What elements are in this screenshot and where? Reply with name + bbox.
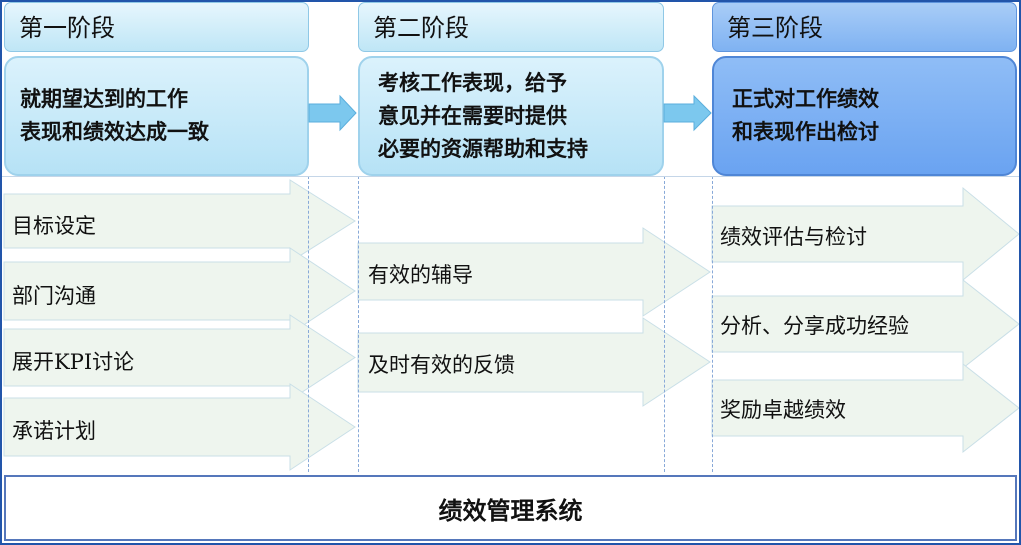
step-share-success: 分析、分享成功经验 <box>720 314 909 338</box>
phase-1-title: 第一阶段 <box>4 2 309 52</box>
step-arrow-2 <box>3 247 356 335</box>
phase-divider-4 <box>712 176 713 472</box>
connector-arrow-1 <box>308 94 357 132</box>
step-department-communication: 部门沟通 <box>12 284 96 308</box>
phase-2-line-2: 意见并在需要时提供 <box>378 103 567 128</box>
step-arrow-3 <box>3 314 356 401</box>
performance-management-system-bar: 绩效管理系统 <box>4 475 1017 541</box>
phase-3-title: 第三阶段 <box>712 2 1017 52</box>
step-arrow-1 <box>3 179 356 263</box>
step-arrow-5 <box>357 227 711 317</box>
phase-2-line-3: 必要的资源帮助和支持 <box>378 136 588 161</box>
step-kpi-discussion: 展开KPI讨论 <box>12 350 135 374</box>
step-reward-excellence: 奖励卓越绩效 <box>720 398 846 422</box>
step-arrow-6 <box>357 317 711 407</box>
step-timely-feedback: 及时有效的反馈 <box>368 353 515 377</box>
phase-2-line-1: 考核工作表现，给予 <box>378 70 567 95</box>
step-performance-review: 绩效评估与检讨 <box>720 225 867 249</box>
phase-1-line-2: 表现和绩效达成一致 <box>20 120 209 144</box>
phase-divider-1 <box>308 176 309 472</box>
step-arrow-7 <box>711 186 1020 282</box>
phase-3-line-2: 和表现作出检讨 <box>732 120 879 144</box>
connector-arrow-2 <box>663 94 712 132</box>
phase-2-title: 第二阶段 <box>358 2 664 52</box>
phase-1-line-1: 就期望达到的工作 <box>20 87 188 111</box>
phase-divider-3 <box>664 176 665 472</box>
step-arrow-4 <box>3 383 356 471</box>
step-arrow-8 <box>711 278 1020 370</box>
header-divider <box>2 176 1019 177</box>
phase-divider-2 <box>358 176 359 472</box>
phase-1-description: 就期望达到的工作 表现和绩效达成一致 <box>4 56 309 176</box>
step-commitment-plan: 承诺计划 <box>12 419 96 443</box>
phase-2-description: 考核工作表现，给予 意见并在需要时提供 必要的资源帮助和支持 <box>358 56 664 176</box>
step-arrow-9 <box>711 362 1020 454</box>
phase-3-description: 正式对工作绩效 和表现作出检讨 <box>712 56 1017 176</box>
step-effective-coaching: 有效的辅导 <box>368 263 473 287</box>
step-goal-setting: 目标设定 <box>12 214 96 238</box>
phase-3-line-1: 正式对工作绩效 <box>732 87 879 111</box>
